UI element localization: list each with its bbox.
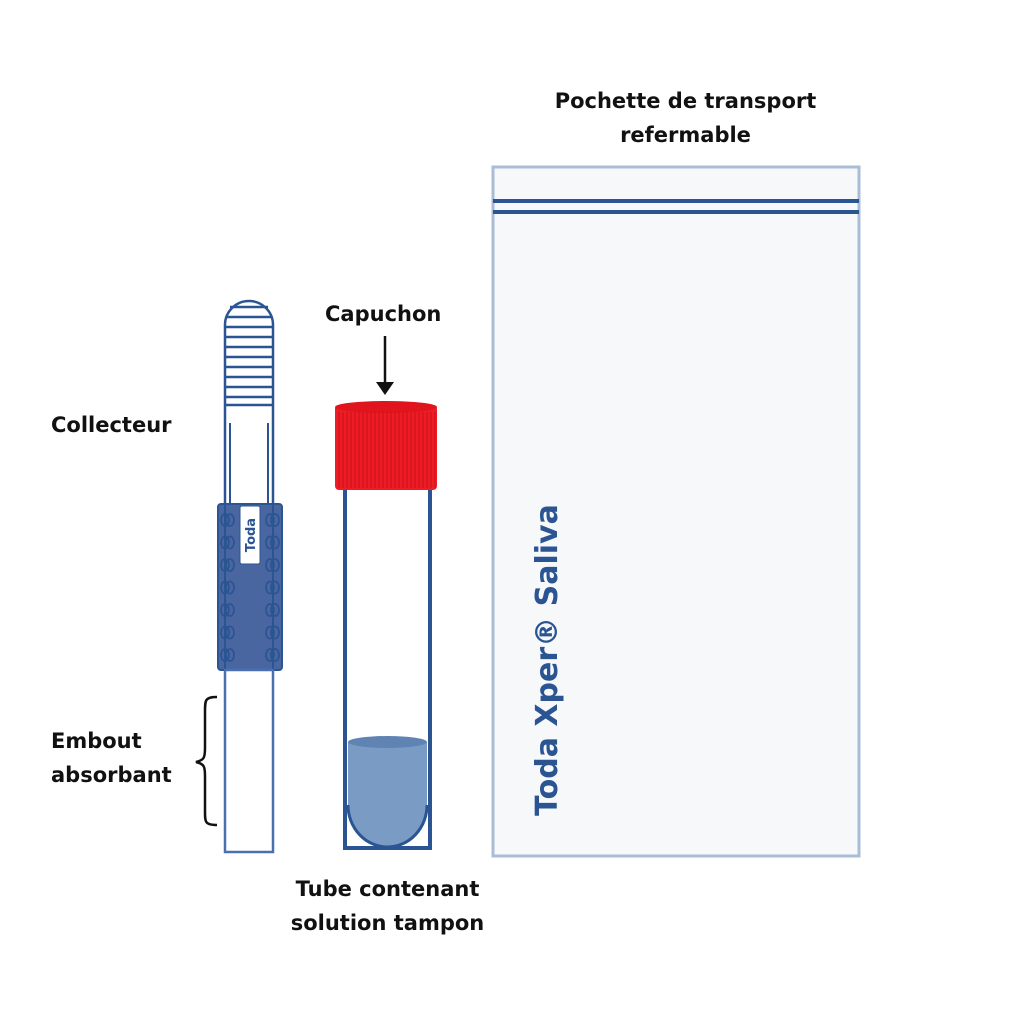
- collector-absorbent-tip: [223, 668, 275, 854]
- tip-label-line1: Embout: [51, 729, 142, 753]
- cap-arrow-head: [376, 382, 394, 395]
- pouch: Toda Xper® Saliva: [491, 165, 861, 858]
- pouch-title-line1: Pochette de transport: [554, 89, 817, 113]
- tube-label: Tube contenant solution tampon: [270, 872, 505, 940]
- tube-liquid-surface: [348, 736, 427, 748]
- tip-label: Embout absorbant: [51, 724, 172, 792]
- grip-loop: [220, 535, 230, 550]
- tube-cap-top: [335, 401, 437, 413]
- pouch-title-line2: refermable: [620, 123, 751, 147]
- grip-loop: [270, 648, 280, 662]
- grip-loop: [270, 513, 280, 527]
- collector: Toda: [217, 299, 283, 854]
- pouch-brand-text: Toda Xper® Saliva: [530, 504, 565, 816]
- grip-loop: [220, 580, 230, 595]
- tube-liquid: [348, 742, 427, 848]
- grip-loop: [265, 625, 275, 640]
- grip-loop: [270, 580, 280, 595]
- grip-loop: [220, 603, 230, 617]
- grip-loop: [220, 648, 230, 662]
- grip-loop: [265, 558, 275, 572]
- grip-loop: [265, 648, 275, 662]
- collector-ribs: [225, 305, 273, 407]
- grip-loop: [265, 603, 275, 617]
- collector-grips: [220, 513, 280, 662]
- cap-ridges: [338, 412, 436, 488]
- grip-loop: [265, 513, 275, 527]
- tube-cap: [335, 405, 437, 490]
- grip-loop: [265, 535, 275, 550]
- grip-loop: [225, 648, 235, 662]
- grip-loop: [270, 603, 280, 617]
- pouch-body: [491, 165, 861, 858]
- grip-loop: [265, 580, 275, 595]
- grip-loop: [225, 558, 235, 572]
- tube-label-line2: solution tampon: [290, 911, 485, 935]
- tube-bottom-curve: [346, 804, 429, 849]
- tip-bracket: [195, 695, 218, 827]
- collector-label: Collecteur: [51, 413, 172, 437]
- grip-loop: [225, 625, 235, 640]
- cap-label: Capuchon: [325, 302, 442, 326]
- grip-loop: [270, 535, 280, 550]
- grip-loop: [220, 513, 230, 527]
- grip-loop: [225, 535, 235, 550]
- grip-loop: [270, 558, 280, 572]
- grip-loop: [225, 603, 235, 617]
- grip-loop: [220, 558, 230, 572]
- grip-loop: [220, 625, 230, 640]
- collector-brand-box: [239, 505, 261, 565]
- tube-label-line1: Tube contenant: [295, 877, 480, 901]
- collector-brand-text: Toda: [244, 518, 259, 552]
- tube: [335, 336, 437, 850]
- grip-loop: [270, 625, 280, 640]
- grip-loop: [225, 513, 235, 527]
- pouch-title: Pochette de transport refermable: [493, 84, 878, 152]
- tip-label-line2: absorbant: [51, 763, 172, 787]
- grip-loop: [225, 580, 235, 595]
